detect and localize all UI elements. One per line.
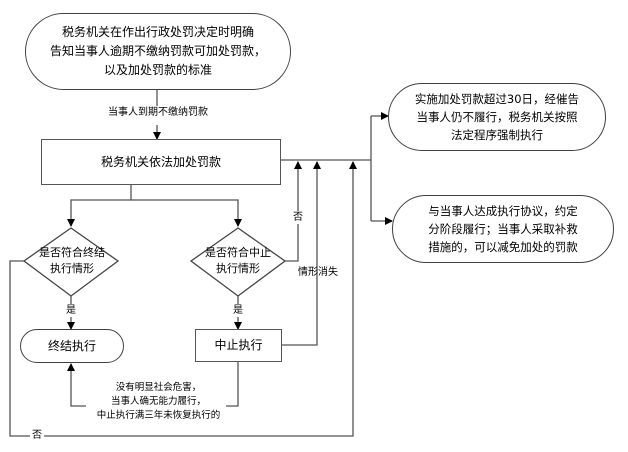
outcome-agreement-line-3: 措施的，可以减免加处的罚款: [428, 240, 578, 254]
start-node-line-2: 告知当事人逾期不缴纳罚款可加处罚款，: [49, 44, 266, 58]
suspend-to-terminate-line-2: 当事人确无能力履行，: [110, 396, 206, 407]
suspend-to-terminate-line-3: 中止执行满三年未恢复执行的: [96, 410, 221, 421]
yes-label-suspend: 是: [231, 304, 245, 317]
no-label-terminate: 否: [30, 429, 44, 442]
outcome-enforce-node: 实施加处罚款超过30日，经催告 当事人仍不履行，税务机关按照 法定程序强制执行: [388, 83, 606, 151]
edge-terminate-no: [9, 161, 357, 437]
decision-terminate-shape: [22, 227, 120, 297]
terminate-node-text: 终结执行: [47, 338, 96, 353]
suspend-node-text: 中止执行: [214, 338, 263, 352]
main-process-text: 税务机关依法加处罚款: [100, 154, 221, 169]
suspend-to-terminate-line-1: 没有明显社会危害，: [115, 382, 202, 393]
edge-suspend-no: [285, 161, 302, 262]
outcome-agreement-node: 与当事人达成执行协议，约定 分阶段履行；当事人采取补救 措施的，可以减免加处的罚…: [392, 195, 614, 263]
outcome-agreement-line-2: 分阶段履行；当事人采取补救: [428, 222, 578, 236]
outcome-enforce-line-1: 实施加处罚款超过30日，经催告: [414, 92, 580, 106]
suspend-node: 中止执行: [195, 329, 282, 362]
decision-suspend-line-1: 是否符合中止: [205, 246, 271, 259]
situation-gone-label: 情形消失: [298, 267, 338, 278]
decision-terminate-text: 是否符合终结 执行情形: [34, 245, 110, 277]
main-process-node: 税务机关依法加处罚款: [41, 139, 281, 185]
start-node-line-3: 以及加处罚款的标准: [103, 63, 212, 77]
start-node: 税务机关在作出行政处罚决定时明确 告知当事人逾期不缴纳罚款可加处罚款， 以及加处…: [25, 13, 291, 90]
decision-suspend-line-2: 执行情形: [216, 262, 260, 275]
start-node-line-1: 税务机关在作出行政处罚决定时明确: [61, 25, 254, 39]
edge-label-unpaid: 当事人到期不缴纳罚款: [103, 106, 213, 119]
decision-suspend-text: 是否符合中止 执行情形: [200, 245, 276, 277]
outcome-enforce-line-2: 当事人仍不履行，税务机关按照: [416, 110, 578, 124]
decision-terminate-line-2: 执行情形: [50, 262, 94, 275]
edge-main-split: [67, 185, 132, 227]
outcome-agreement-line-1: 与当事人达成执行协议，约定: [428, 204, 578, 218]
yes-label-terminate: 是: [64, 304, 78, 317]
no-label-suspend: 否: [291, 211, 305, 224]
edge-situation-gone: [282, 161, 321, 346]
edge-suspend-to-terminate-left: [67, 363, 86, 407]
outcome-enforce-line-3: 法定程序强制执行: [450, 128, 543, 142]
decision-terminate-line-1: 是否符合终结: [39, 246, 105, 259]
edge-suspend-to-terminate: [226, 362, 239, 407]
edge-main-split-right: [131, 199, 242, 227]
terminate-node: 终结执行: [20, 329, 124, 363]
suspend-to-terminate-label: 没有明显社会危害， 当事人确无能力履行， 中止执行满三年未恢复执行的: [76, 381, 241, 423]
decision-suspend-shape: [189, 227, 287, 297]
